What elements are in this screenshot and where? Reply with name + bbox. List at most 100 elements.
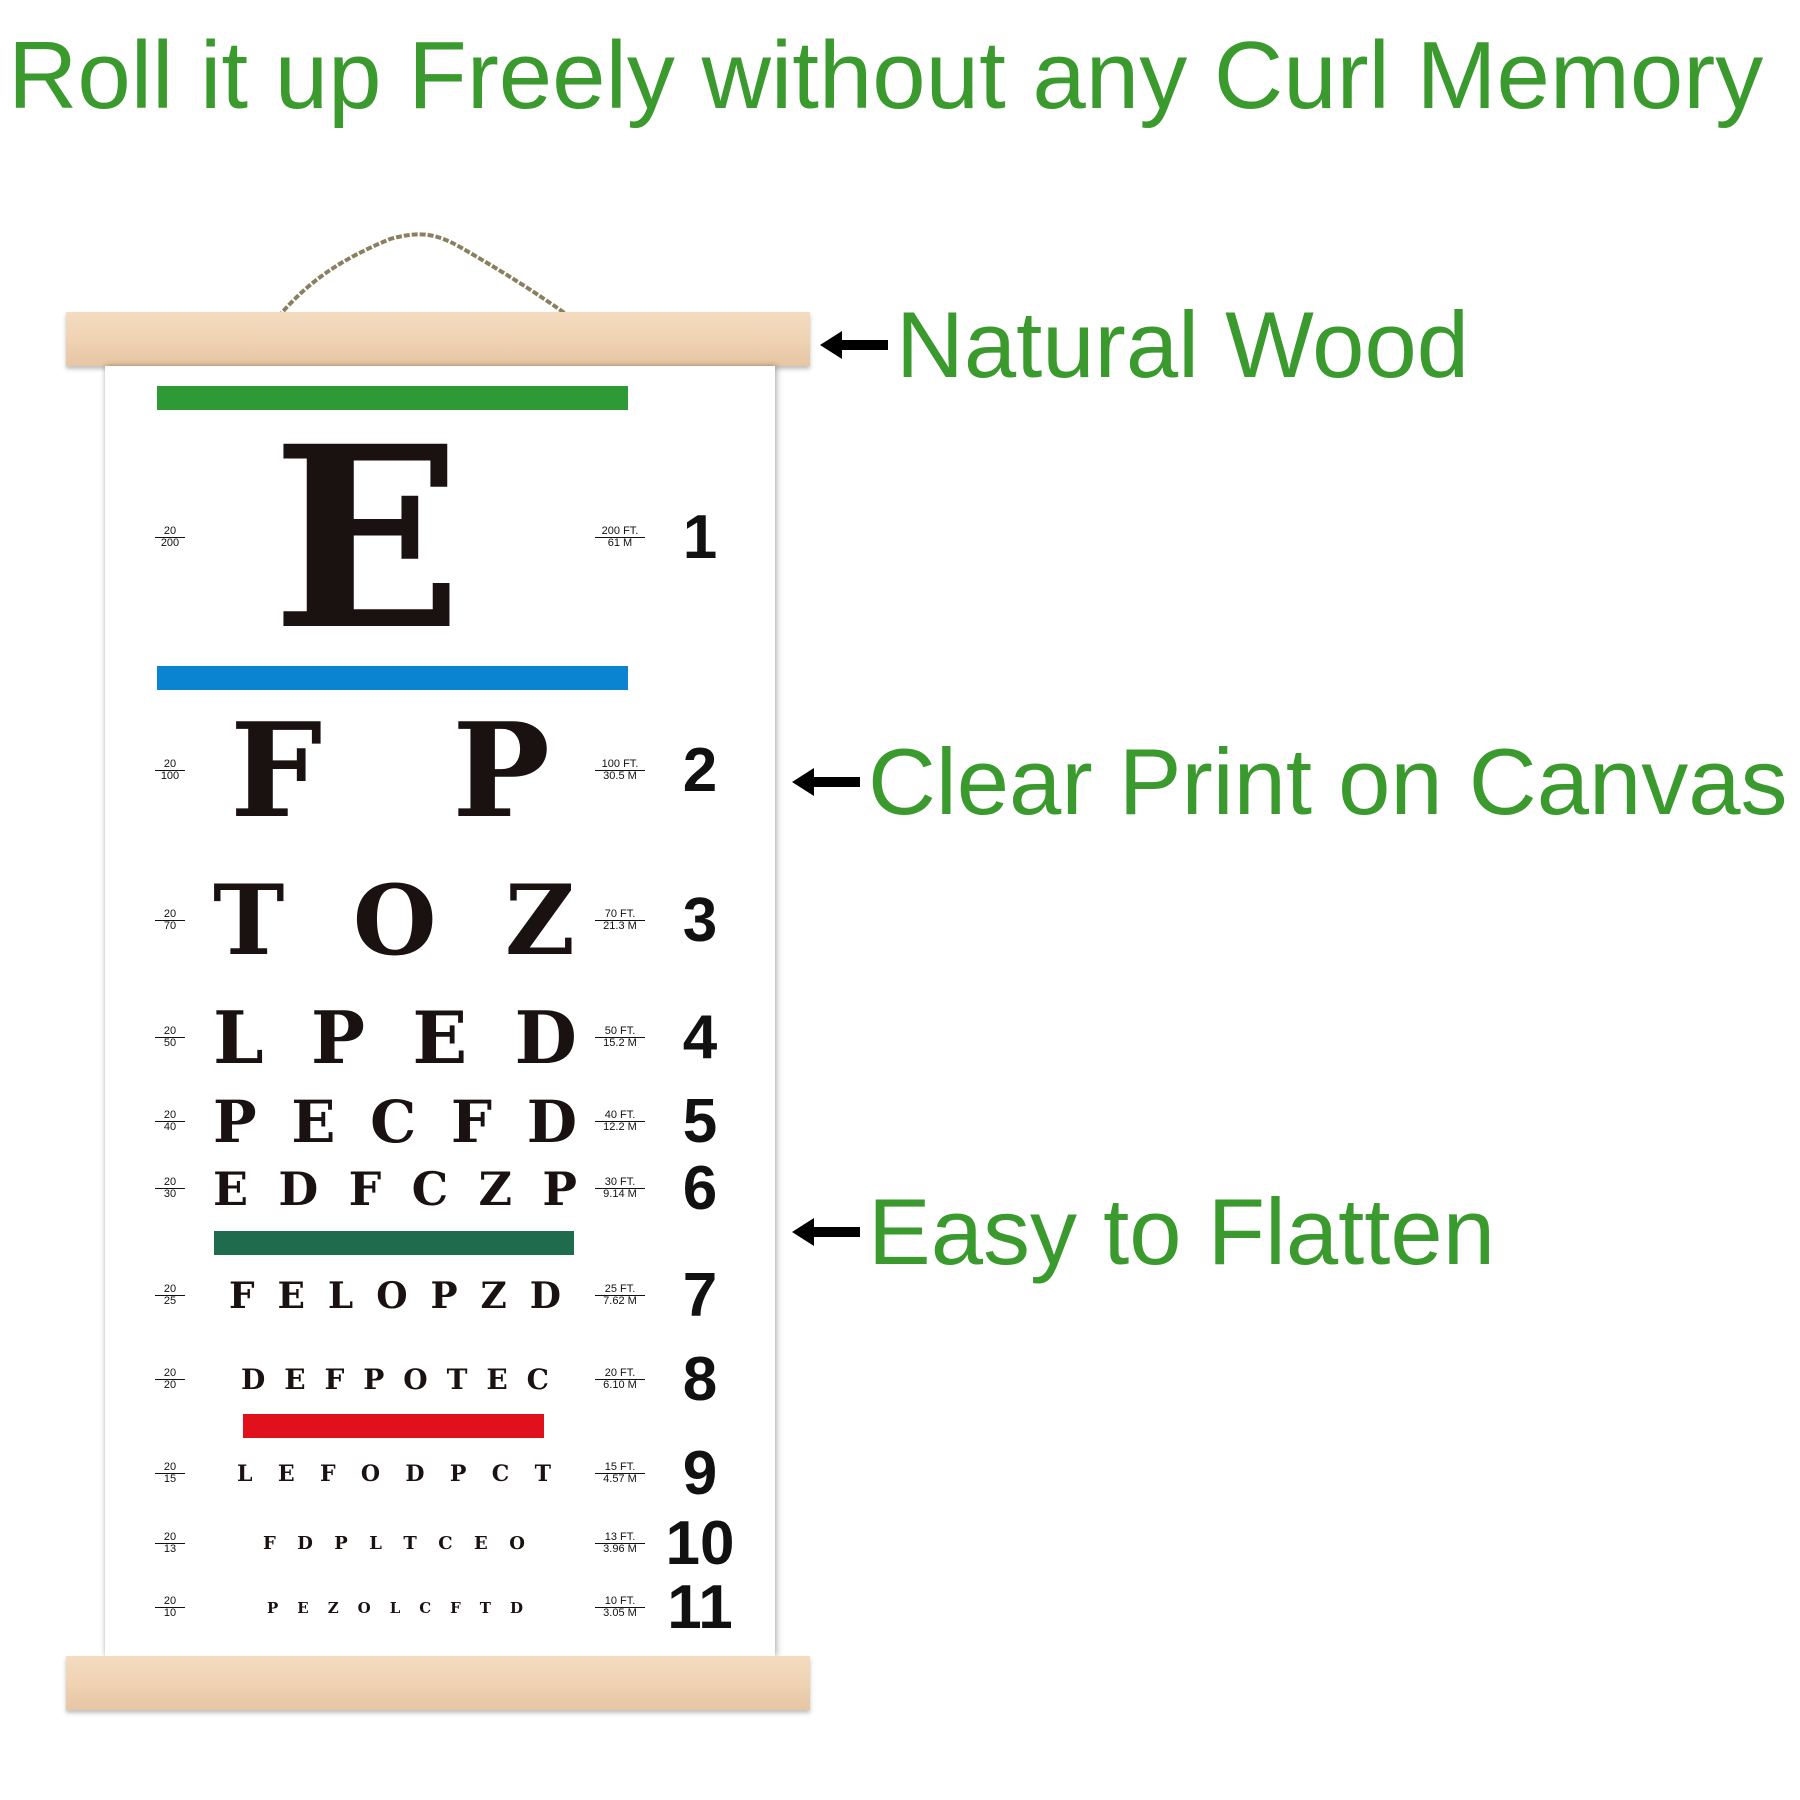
distance-meters: 3.05 M [603,1607,637,1619]
hanging-string-icon [276,232,572,319]
distance-meters: 21.3 M [603,920,637,932]
headline: Roll it up Freely without any Curl Memor… [8,22,1764,129]
chart-letter: L [237,1461,253,1487]
ratio-numerator: 20 [155,759,185,771]
distance-meters: 9.14 M [603,1188,637,1200]
chart-letter: D [529,1275,561,1317]
viewing-distance: 10 FT.3.05 M [595,1596,645,1619]
chart-letter: E [284,1363,306,1396]
row-number: 7 [682,1261,718,1330]
row-number: 1 [682,503,718,572]
chart-letter: O [352,864,437,977]
ratio-numerator: 20 [155,1284,185,1296]
chart-letter: Z [478,1162,513,1216]
left-arrow-icon [792,1218,860,1246]
chart-letters: E [272,413,463,663]
row-number: 5 [682,1087,718,1156]
chart-letter: T [534,1461,551,1487]
ratio-denominator: 13 [163,1543,177,1555]
row-number: 8 [682,1345,718,1414]
chart-letter: D [241,1363,266,1396]
chart-letter: C [526,1363,549,1396]
chart-letter: O [357,1598,371,1617]
chart-letter: F [348,1162,382,1216]
chart-letter: E [474,1533,488,1554]
ratio-denominator: 25 [163,1295,177,1307]
row-number: 4 [682,1003,718,1072]
distance-meters: 15.2 M [603,1037,637,1049]
ratio-denominator: 30 [163,1188,177,1200]
chart-letter: T [213,864,285,977]
viewing-distance: 50 FT.15.2 M [595,1026,645,1049]
viewing-distance: 13 FT.3.96 M [595,1532,645,1555]
distance-meters: 3.96 M [603,1543,637,1555]
chart-letter: O [509,1533,525,1554]
chart-letter: Z [504,864,575,977]
chart-letter: L [389,1598,401,1617]
viewing-distance: 30 FT.9.14 M [595,1177,645,1200]
distance-feet: 40 FT. [595,1110,645,1122]
chart-letter: O [376,1275,408,1317]
callout-easy-flatten: Easy to Flatten [790,1185,1495,1279]
chart-letter: L [213,995,264,1080]
row-number: 11 [667,1573,733,1642]
row-number: 9 [682,1439,718,1508]
ratio-denominator: 20 [163,1379,177,1391]
chart-letter: P [310,995,366,1080]
chart-letter: D [297,1533,313,1554]
chart-letter: L [369,1533,382,1554]
chart-letter: D [514,995,577,1080]
viewing-distance: 25 FT.7.62 M [595,1284,645,1307]
chart-letter: D [526,1088,577,1156]
chart-letter: P [542,1162,577,1216]
viewing-distance: 15 FT.4.57 M [595,1462,645,1485]
chart-letter: P [363,1363,385,1396]
ratio-numerator: 20 [155,1596,185,1608]
ratio-denominator: 200 [160,537,180,549]
left-arrow-icon [820,331,888,359]
row-number: 2 [682,736,718,805]
chart-letter: E [213,1162,249,1216]
chart-letter: D [278,1162,319,1216]
chart-letter: F [450,1088,493,1156]
chart-letter: T [479,1598,491,1617]
distance-meters: 4.57 M [603,1473,637,1485]
chart-letter: F [263,1533,276,1554]
distance-feet: 70 FT. [595,909,645,921]
ratio-denominator: 100 [160,770,180,782]
chart-letter: E [412,995,468,1080]
top-wood-rod [66,312,810,366]
bottom-wood-rod [66,1656,810,1710]
chart-letter: E [277,1461,295,1487]
callout-label: Easy to Flatten [868,1179,1495,1284]
row-number: 6 [682,1154,718,1223]
distance-meters: 12.2 M [603,1121,637,1133]
chart-letter: P [452,694,550,847]
distance-meters: 7.62 M [603,1295,637,1307]
ratio-denominator: 15 [163,1473,177,1485]
chart-letter: C [491,1461,510,1487]
distance-feet: 200 FT. [595,526,645,538]
dark-green-bar [214,1231,574,1255]
row-number: 3 [682,886,718,955]
chart-letter: O [403,1363,428,1396]
callout-label: Clear Print on Canvas [868,729,1788,834]
viewing-distance: 40 FT.12.2 M [595,1110,645,1133]
ratio-numerator: 20 [155,909,185,921]
chart-letter: D [405,1461,425,1487]
chart-letter: F [324,1363,345,1396]
chart-letter: P [213,1088,257,1156]
ratio-denominator: 50 [163,1037,177,1049]
